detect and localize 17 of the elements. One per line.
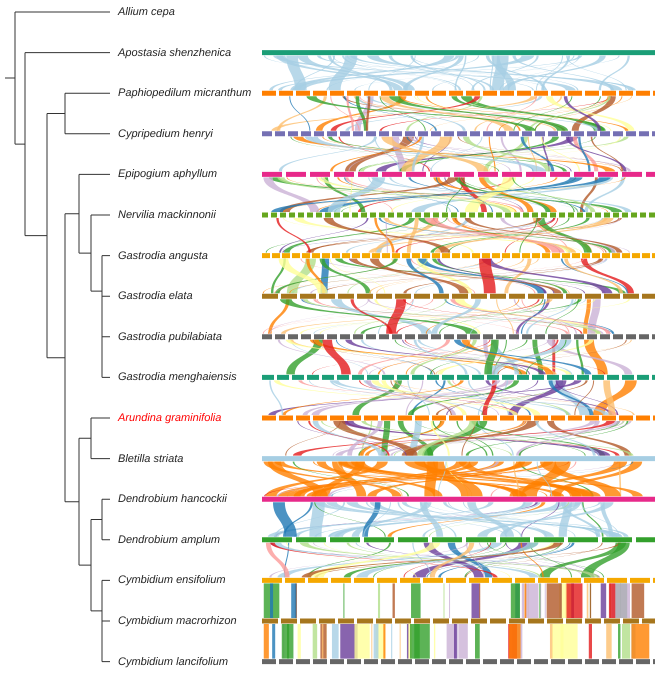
species-label: Cypripedium henryi	[118, 128, 213, 140]
species-label: Gastrodia angusta	[118, 250, 208, 262]
species-label: Paphiopedilum micranthum	[118, 87, 252, 100]
species-label: Nervilia mackinnonii	[118, 209, 216, 221]
species-label: Allium cepa	[118, 6, 175, 18]
species-label: Gastrodia menghaiensis	[118, 371, 237, 384]
species-label: Cymbidium ensifolium	[118, 574, 226, 586]
species-label: Cymbidium lancifolium	[118, 656, 228, 668]
species-label: Arundina graminifolia	[118, 412, 222, 424]
species-label: Dendrobium amplum	[118, 534, 220, 546]
species-label: Dendrobium hancockii	[118, 493, 227, 506]
species-label: Gastrodia elata	[118, 290, 193, 302]
species-label: Epipogium aphyllum	[118, 168, 218, 180]
species-label: Bletilla striata	[118, 452, 184, 465]
species-label: Gastrodia pubilabiata	[118, 330, 222, 343]
species-label: Apostasia shenzhenica	[118, 46, 232, 59]
species-label: Cymbidium macrorhizon	[118, 615, 237, 627]
